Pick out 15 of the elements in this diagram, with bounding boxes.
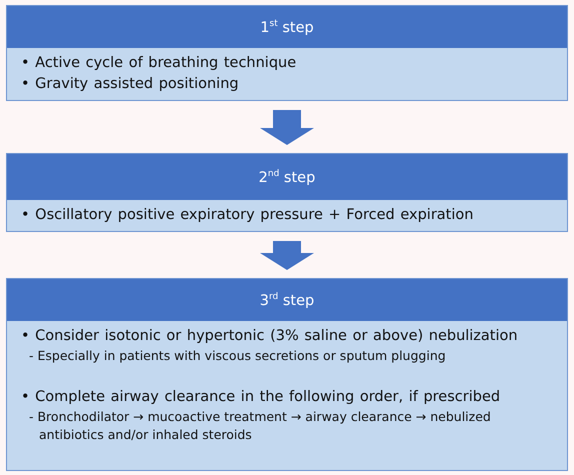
bullet-item: • Consider isotonic or hypertonic (3% saline or above) nebulization [21, 327, 519, 346]
step-heading: 2$^{nd}$ step [258, 168, 316, 186]
step-card [6, 5, 568, 101]
step-heading: 1$^{st}$ step [260, 18, 314, 36]
step-heading: 3$^{rd}$ step [260, 292, 314, 308]
bullet-item: • Complete airway clearance in the following order, if prescribed [21, 388, 502, 407]
step-card [6, 278, 568, 471]
arrow [260, 241, 314, 270]
bullet-item: • Gravity assisted positioning [21, 75, 240, 94]
bullet-item: • Oscillatory positive expiratory pressure + Forced expiration [21, 206, 474, 225]
step-card [6, 153, 568, 232]
sub-item-text: - Especially in patients with viscous secretions or sputum plugging [29, 347, 447, 365]
bullet-item: • Active cycle of breathing technique [21, 54, 298, 73]
arrow [260, 110, 314, 145]
sub-item-text: - Bronchodilator → mucoactive treatment → airway clearance → nebulized antibiotics and/or inhaled steroids [29, 408, 492, 444]
